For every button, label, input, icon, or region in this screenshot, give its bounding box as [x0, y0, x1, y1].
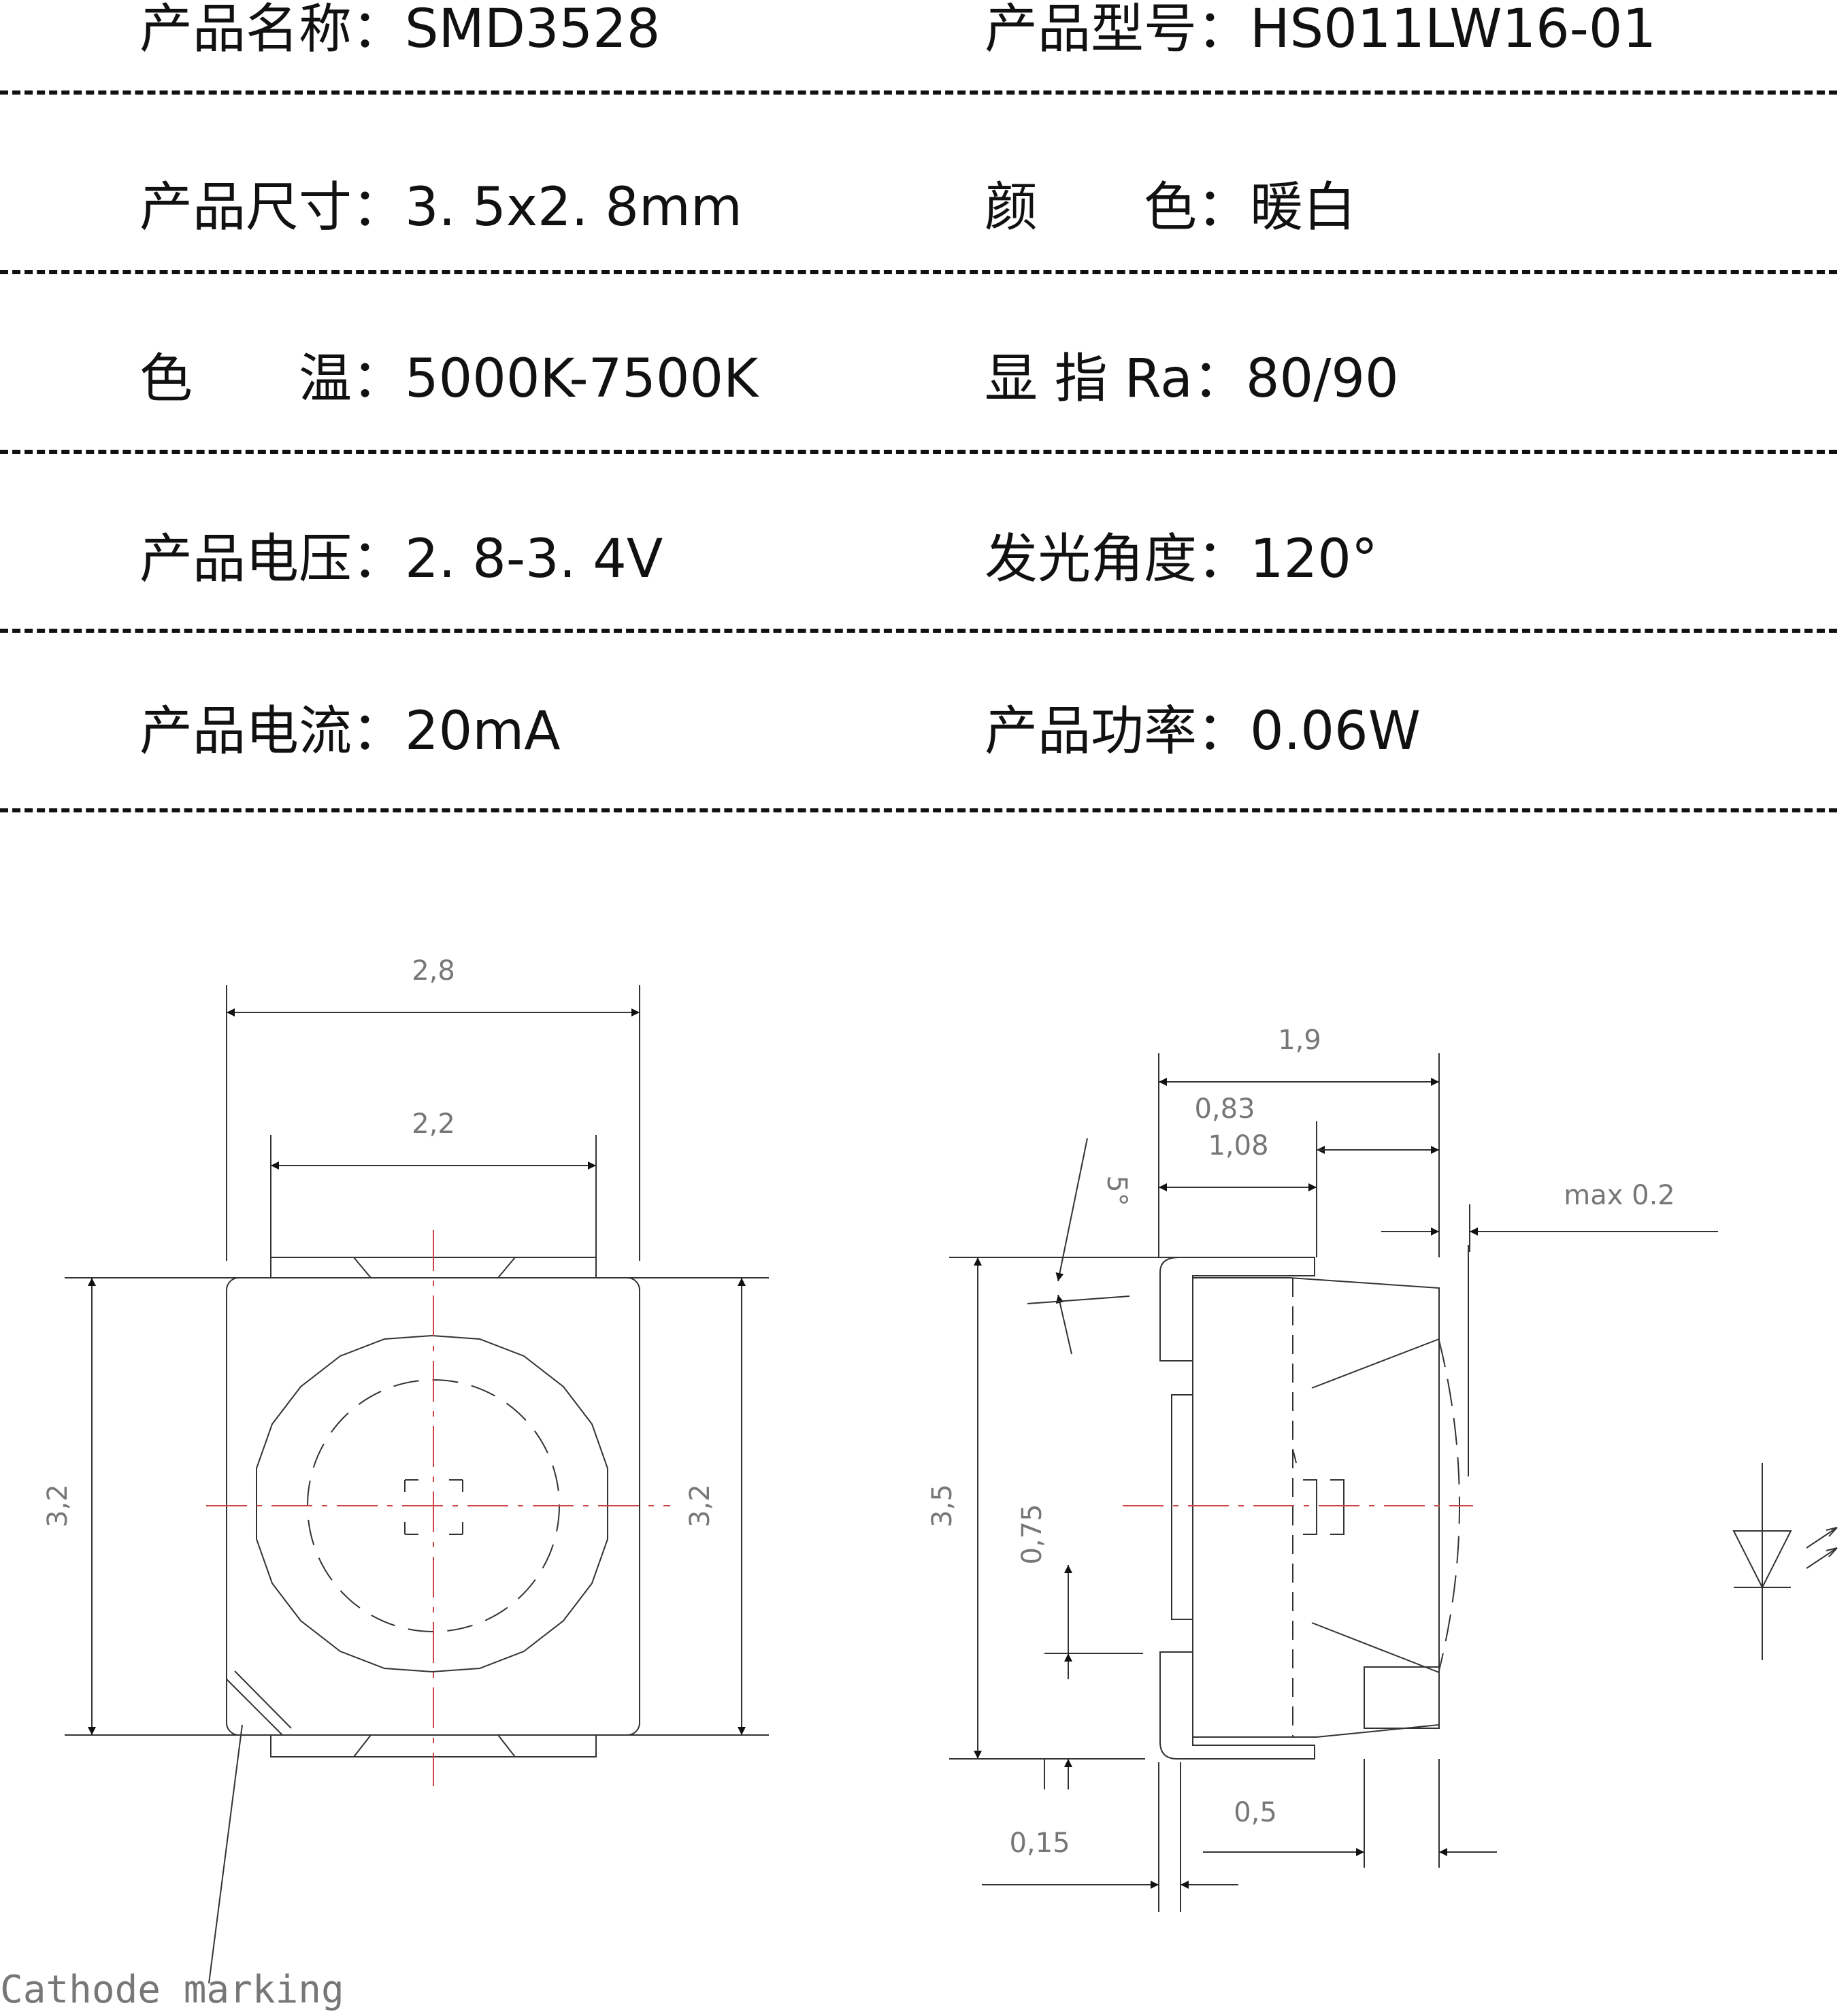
spec-current: 产品电流：20mA	[139, 701, 561, 762]
lead-bottom	[1159, 1651, 1315, 1760]
dim-width-inner: 2,2	[412, 1108, 455, 1140]
separator-1	[0, 90, 1837, 95]
separator-4	[0, 629, 1837, 633]
spec-power: 产品功率：0.06W	[985, 701, 1421, 762]
cathode-leader	[208, 1724, 243, 1984]
spec-product-name: 产品名称：SMD3528	[139, 0, 661, 60]
dim-gap: 0,15	[1009, 1828, 1070, 1859]
technical-drawing: 2,8 2,2 3,2 3,2 Cathode marking	[0, 955, 1838, 2012]
cathode-chamfer	[226, 1679, 283, 1736]
side-notch	[1364, 1666, 1440, 1729]
dim-a: 0,83	[1194, 1093, 1255, 1125]
spec-product-model: 产品型号：HS011LW16-01	[985, 0, 1657, 60]
lens-outline	[256, 1334, 608, 1673]
lead-top	[1159, 1257, 1315, 1361]
separator-2	[0, 270, 1837, 274]
spec-row-1: 产品名称：SMD3528 产品型号：HS011LW16-01	[0, 0, 1848, 67]
spec-color-temp: 色 温：5000K-7500K	[139, 348, 759, 410]
dim-height-left: 3,2	[42, 1484, 73, 1528]
dim-angle: 5°	[1101, 1175, 1132, 1206]
dim-width-outer: 2,8	[412, 955, 455, 987]
spec-row-2: 产品尺寸：3. 5x2. 8mm 颜 色：暖白	[0, 170, 1848, 245]
spec-cri: 显 指 Ra：80/90	[985, 348, 1399, 410]
dim-total-width: 1,9	[1278, 1025, 1321, 1056]
dim-bottom: 0,5	[1234, 1797, 1277, 1828]
spec-color: 颜 色：暖白	[985, 177, 1357, 238]
dim-pad: 0,75	[1017, 1504, 1048, 1564]
side-pad	[1171, 1394, 1193, 1620]
spec-row-4: 产品电压：2. 8-3. 4V 发光角度：120°	[0, 522, 1848, 597]
cathode-marking-label: Cathode marking	[0, 1968, 344, 2012]
spec-product-size: 产品尺寸：3. 5x2. 8mm	[139, 177, 742, 238]
separator-3	[0, 450, 1837, 454]
dim-height: 3,5	[927, 1484, 958, 1528]
dim-max: max 0.2	[1564, 1180, 1674, 1211]
side-view	[949, 1053, 1718, 1912]
led-diode-symbol	[1732, 1463, 1838, 1660]
chip-marks	[404, 1479, 463, 1535]
spec-row-3: 色 温：5000K-7500K 显 指 Ra：80/90	[0, 342, 1848, 416]
separator-5	[0, 808, 1837, 812]
spec-row-5: 产品电流：20mA 产品功率：0.06W	[0, 694, 1848, 769]
dim-b: 1,08	[1208, 1130, 1268, 1161]
spec-beam-angle: 发光角度：120°	[985, 529, 1378, 590]
dim-height-right: 3,2	[684, 1484, 716, 1528]
top-view-centerlines	[206, 1230, 670, 1786]
spec-voltage: 产品电压：2. 8-3. 4V	[139, 529, 663, 590]
